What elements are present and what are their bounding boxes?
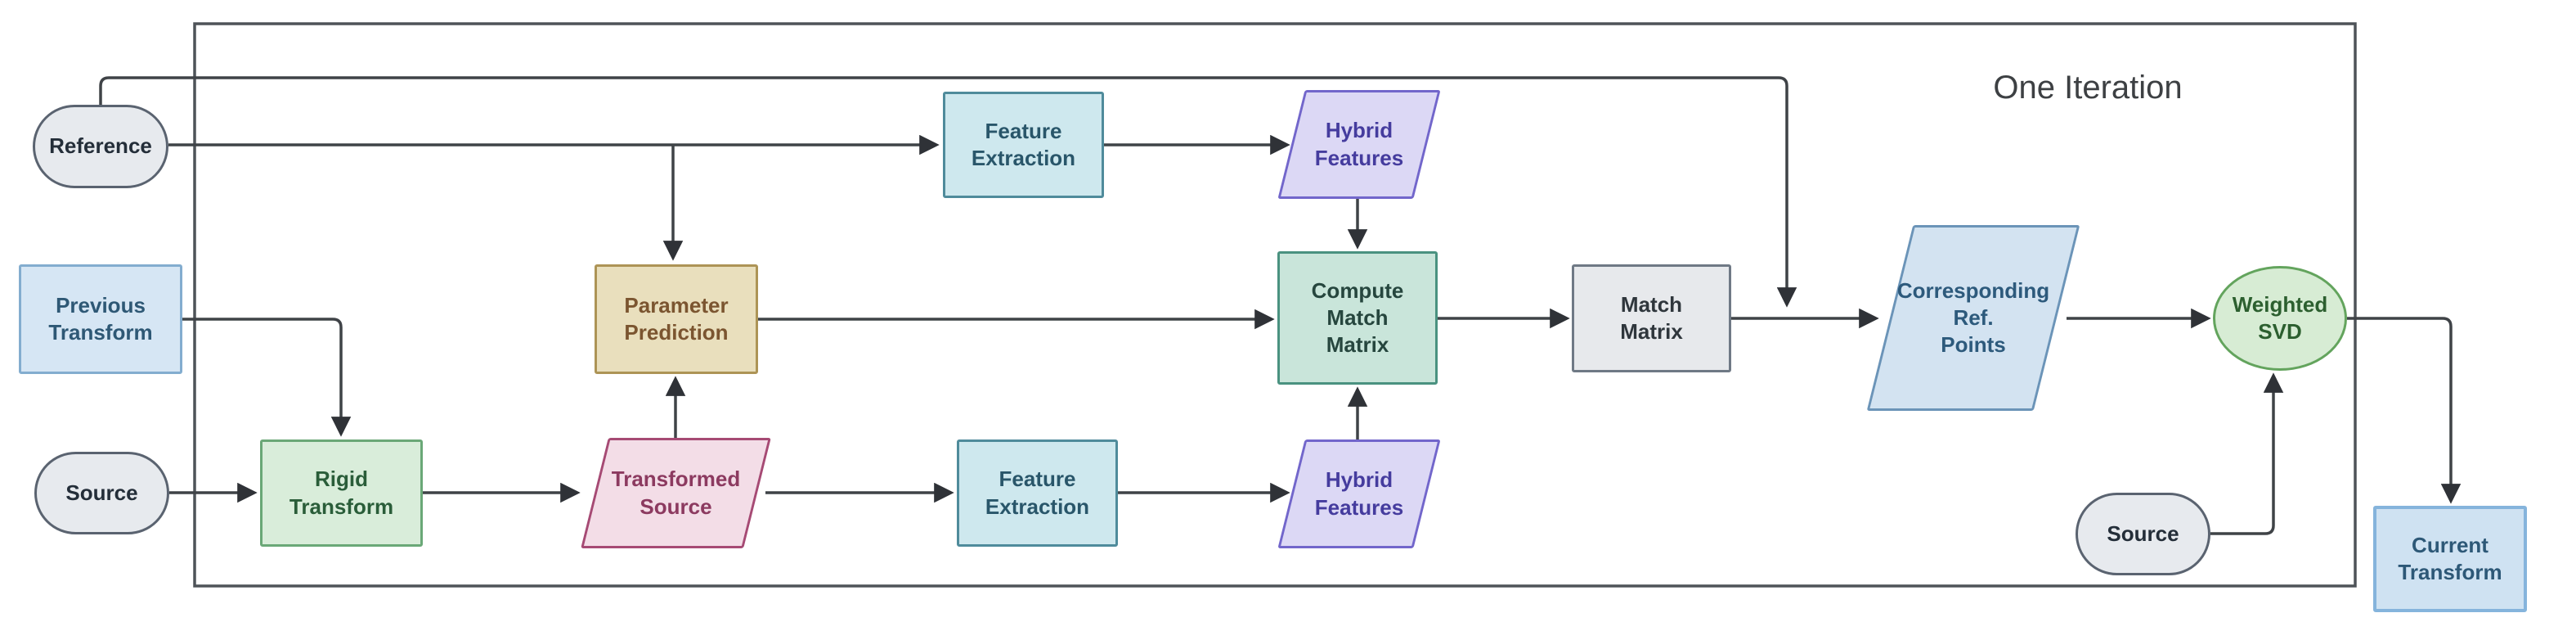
node-feature-extraction-top-label: Feature Extraction bbox=[971, 118, 1076, 170]
node-hybrid-features-top-label: Hybrid Features bbox=[1314, 118, 1404, 170]
edge-source-right-to-weighted-svd bbox=[2210, 372, 2284, 535]
node-corresponding-ref-points-label: Corresponding Ref. Points bbox=[1896, 277, 2050, 357]
node-feature-extraction-bottom-label: Feature Extraction bbox=[985, 466, 1090, 519]
node-weighted-svd-label: Weighted SVD bbox=[2232, 291, 2328, 344]
edge-reference-to-crp-junction bbox=[99, 76, 1797, 308]
node-reference: Reference bbox=[33, 105, 168, 188]
node-feature-extraction-bottom: Feature Extraction bbox=[957, 439, 1118, 547]
node-source-left: Source bbox=[34, 452, 169, 534]
node-rigid-transform-label: Rigid Transform bbox=[289, 466, 394, 519]
edge-weighted-svd-to-current-transform bbox=[2347, 317, 2462, 504]
node-hybrid-features-bottom-label: Hybrid Features bbox=[1314, 467, 1404, 520]
node-previous-transform: Previous Transform bbox=[19, 264, 182, 374]
node-feature-extraction-top: Feature Extraction bbox=[943, 92, 1104, 198]
node-weighted-svd: Weighted SVD bbox=[2213, 266, 2347, 371]
node-source-left-label: Source bbox=[65, 480, 138, 505]
node-rigid-transform: Rigid Transform bbox=[260, 439, 423, 547]
node-hybrid-features-top: Hybrid Features bbox=[1277, 90, 1441, 199]
node-source-right: Source bbox=[2076, 493, 2210, 575]
node-source-right-label: Source bbox=[2107, 521, 2179, 546]
node-reference-label: Reference bbox=[49, 133, 152, 159]
node-compute-match-matrix: Compute Match Matrix bbox=[1277, 251, 1438, 385]
node-current-transform-label: Current Transform bbox=[2398, 532, 2502, 584]
node-current-transform: Current Transform bbox=[2373, 506, 2527, 612]
node-match-matrix: Match Matrix bbox=[1572, 264, 1731, 372]
node-corresponding-ref-points: Corresponding Ref. Points bbox=[1866, 225, 2080, 411]
node-transformed-source: Transformed Source bbox=[581, 438, 771, 548]
node-previous-transform-label: Previous Transform bbox=[48, 292, 153, 345]
node-hybrid-features-bottom: Hybrid Features bbox=[1277, 439, 1441, 548]
edge-previous-transform-to-rigid-transform bbox=[182, 318, 352, 437]
node-parameter-prediction: Parameter Prediction bbox=[595, 264, 758, 374]
node-parameter-prediction-label: Parameter Prediction bbox=[624, 292, 729, 345]
node-compute-match-matrix-label: Compute Match Matrix bbox=[1311, 277, 1404, 357]
one-iteration-boundary bbox=[193, 22, 2357, 588]
node-transformed-source-label: Transformed Source bbox=[611, 466, 741, 519]
one-iteration-label: One Iteration bbox=[1993, 70, 2183, 106]
node-match-matrix-label: Match Matrix bbox=[1620, 291, 1683, 344]
